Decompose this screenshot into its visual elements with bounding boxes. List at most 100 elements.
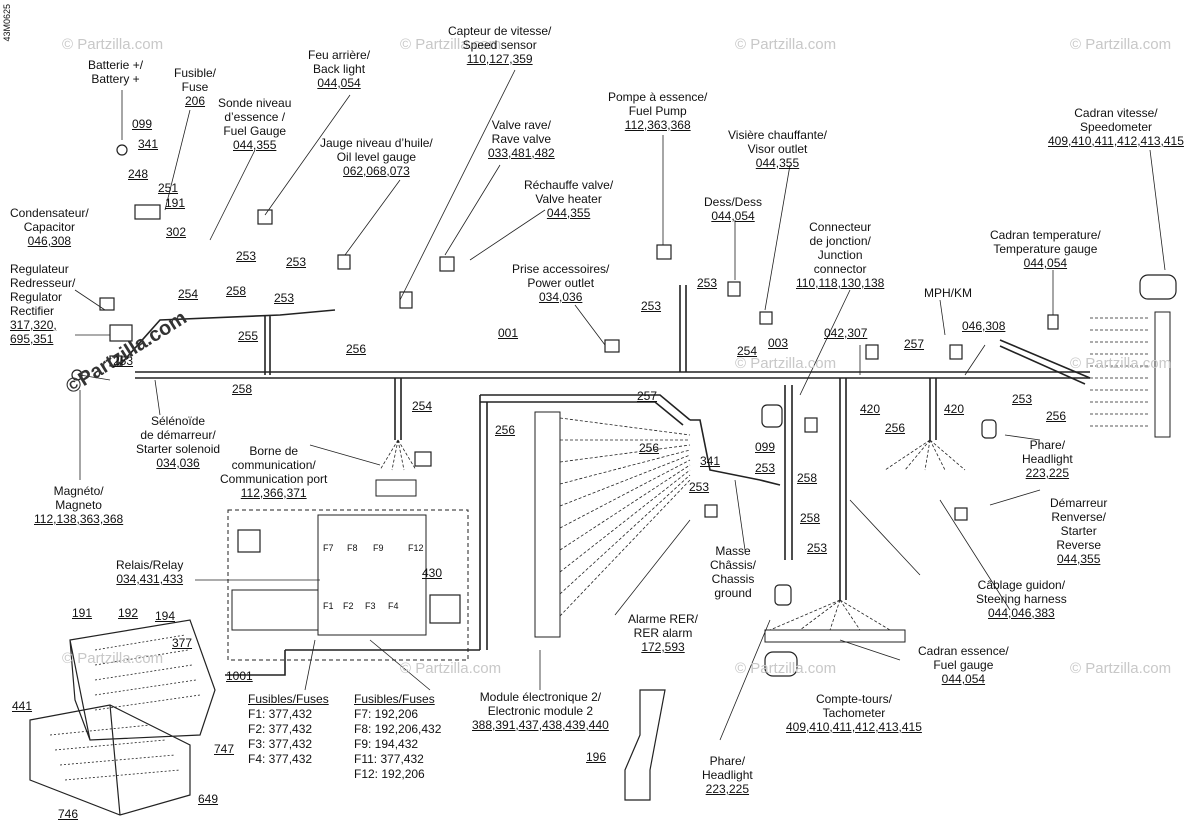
fuse-block-left [231,589,319,631]
fuse-holder-icon [134,204,161,220]
regulator-icon [109,324,133,342]
fuel-pump-icon [656,244,672,260]
callout: 430 [422,566,443,580]
power-outlet-icon [604,339,620,353]
label-mph-km: MPH/KM [924,286,972,300]
speedometer-icon [1139,274,1177,300]
callout: 194 [155,609,176,623]
fuse-tag: F7 [323,543,334,553]
callout: 099 [755,440,776,454]
callout: 253 [274,291,295,305]
callout: 441 [12,699,33,713]
callout: 258 [797,471,818,485]
callout: 254 [178,287,199,301]
callout: 1001 [226,669,253,683]
callout: 302 [166,225,187,239]
tachometer-icon [764,651,798,677]
watermark: © Partzilla.com [400,36,502,53]
label-battery: Batterie +/Battery + [88,58,144,86]
headlight-right-icon [981,419,997,439]
module-connector [534,411,561,638]
leader-lines [74,69,1166,741]
fuse-tag: F2 [343,601,354,611]
fuse-box-cover-detail [94,634,201,711]
callout: 248 [128,167,149,181]
callout: 042,307 [824,326,868,340]
callout: 256 [495,423,516,437]
callout: 253 [286,255,307,269]
steering-wires [884,439,966,471]
fuse-box-3d [29,619,216,816]
callout: 257 [637,389,658,403]
callout: 258 [226,284,247,298]
callout: 251 [158,181,179,195]
document-id: 43M0625 [2,4,12,42]
module-wires [559,417,691,617]
fuse-tag: F4 [388,601,399,611]
temp-gauge-icon [1047,314,1059,330]
speedo-connector [1154,311,1171,438]
harness-top-branch [679,285,937,440]
callout: 003 [768,336,789,350]
callout: 256 [1046,409,1067,423]
fuse-box-base-detail [49,724,181,781]
callout: 196 [586,750,607,764]
fuse-tag: F9 [373,543,384,553]
callout: 254 [737,344,758,358]
mph-km-switch-icon [949,344,963,360]
watermark: © Partzilla.com [735,36,837,53]
fuse-list-right: Fusibles/Fuses F7: 192,206 F8: 192,206,4… [354,692,442,781]
chassis-ground-icon [704,504,718,518]
callout: 747 [214,742,235,756]
battery-terminal-icon [116,144,128,156]
callout: 255 [238,329,259,343]
starter-solenoid-icon [109,355,123,367]
callout: 746 [58,807,79,821]
callout: 256 [346,342,367,356]
electronic-module-body [624,689,666,801]
callout: 258 [232,382,253,396]
dess-icon [727,281,741,297]
watermark: © Partzilla.com [62,650,164,667]
callout: 253 [113,354,134,368]
starter-reverse-icon [954,507,968,521]
tach-wires [769,599,891,631]
callout: 046,308 [962,319,1006,333]
callout: 257 [904,337,925,351]
speedo-wires [1090,317,1150,427]
fuse-box-outline [227,509,469,661]
callout: 253 [641,299,662,313]
harness-to-module [690,419,781,486]
port-wires [379,439,417,471]
main-harness [135,371,1090,379]
callout: 253 [755,461,776,475]
watermark: © Partzilla.com [1070,355,1172,372]
callout: 341 [138,137,159,151]
watermark: © Partzilla.com [400,660,502,677]
harness-right-branch [784,378,847,600]
callout: 099 [132,117,153,131]
callout: 253 [689,480,710,494]
callout: 256 [885,421,906,435]
harness-upper-right [999,339,1091,385]
fuse-list-left: Fusibles/Fuses F1: 377,432 F2: 377,432 F… [248,692,329,766]
